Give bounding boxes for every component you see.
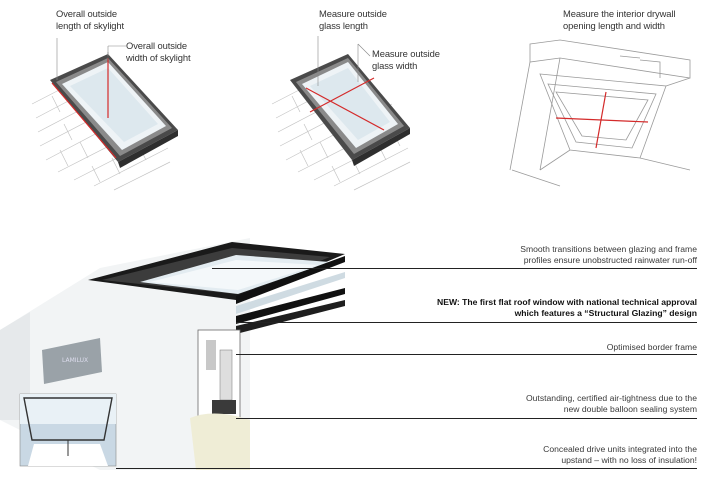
callout-border-frame: Optimised border frame	[606, 342, 697, 352]
callout-smooth-transitions: Smooth transitions between glazing and f…	[520, 244, 697, 265]
callout-air-tightness: Outstanding, certified air-tightness due…	[525, 393, 697, 414]
label-overall-outside-width: Overall outside width of skylight	[126, 40, 191, 63]
callout-new-prefix: NEW:	[437, 297, 460, 307]
callout-structural-glazing: NEW: The first flat roof window with nat…	[437, 297, 697, 318]
label-overall-outside-length: Overall outside length of skylight	[56, 8, 125, 31]
callout-line-3	[236, 354, 697, 355]
callout-line-5	[116, 468, 697, 469]
leader-lines-1	[56, 38, 126, 80]
callout-line-4	[236, 418, 697, 419]
label-outside-glass-length: Measure outside glass length	[319, 8, 387, 31]
svg-text:LAMILUX: LAMILUX	[62, 357, 88, 364]
drywall-sketch	[509, 39, 691, 187]
label-interior-drywall-opening: Measure the interior drywall opening len…	[563, 8, 676, 31]
leader-lines-2	[317, 36, 371, 86]
callout-drive-units: Concealed drive units integrated into th…	[543, 444, 697, 465]
callout-structural-glazing-text: The first flat roof window with national…	[462, 297, 698, 318]
skylight-1	[50, 54, 178, 168]
callout-line-1	[212, 268, 697, 269]
measure-arrows-2	[305, 77, 385, 131]
callout-line-2	[236, 322, 697, 323]
measure-arrows-3	[555, 91, 649, 149]
label-outside-glass-width: Measure outside glass width	[372, 48, 440, 71]
flat-roof-window-cutaway: LAMILUX	[0, 238, 345, 470]
